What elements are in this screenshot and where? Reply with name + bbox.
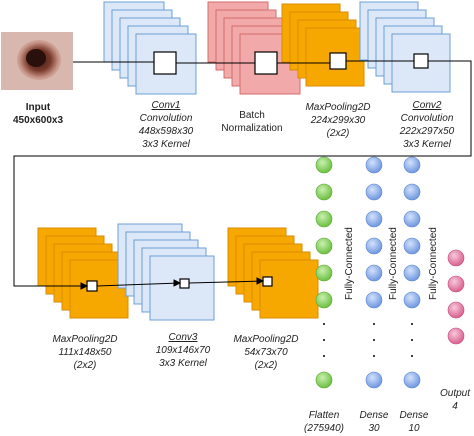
maxpool2-stack	[37, 227, 129, 319]
dense1-name: Dense	[360, 410, 389, 421]
dense2-name: Dense	[400, 410, 429, 421]
fc-label-1: Fully-Connected	[344, 227, 355, 300]
fc-label-2: Fully-Connected	[388, 227, 399, 300]
maxpool1-stack	[281, 3, 365, 87]
maxpool3-pool: (2x2)	[255, 360, 278, 371]
input-image	[1, 32, 73, 90]
maxpool2-name: MaxPooling2D	[52, 334, 117, 345]
connection-lines	[13, 60, 472, 290]
maxpool1-name: MaxPooling2D	[305, 102, 370, 113]
conv3-name: Conv3	[169, 332, 198, 343]
conv1-name: Conv1	[152, 100, 181, 111]
conv2-shape: 222x297x50	[399, 126, 455, 137]
output-size: 4	[452, 401, 458, 412]
batchnorm-line2: Normalization	[221, 123, 282, 134]
conv1-kernel: 3x3 Kernel	[142, 139, 191, 150]
dense2-size: 10	[408, 423, 420, 434]
maxpool2-pool: (2x2)	[74, 360, 97, 371]
dense1-nodes	[365, 156, 383, 389]
maxpool1-pool: (2x2)	[327, 128, 350, 139]
maxpool3-stack	[227, 227, 319, 319]
conv3-kernel: 3x3 Kernel	[159, 358, 208, 369]
flatten-name: Flatten	[309, 410, 340, 421]
input-title: Input	[26, 102, 51, 113]
conv2-name: Conv2	[413, 100, 442, 111]
conv1-shape: 448x598x30	[139, 126, 194, 137]
ellipsis-dots	[323, 323, 413, 357]
flatten-size: (275940)	[304, 423, 344, 434]
maxpool3-name: MaxPooling2D	[233, 334, 298, 345]
maxpool1-shape: 224x299x30	[310, 115, 366, 126]
conv3-shape: 109x146x70	[156, 345, 211, 356]
input-size: 450x600x3	[13, 115, 63, 126]
flatten-nodes	[315, 156, 333, 389]
dense2-nodes	[403, 156, 421, 389]
dense1-size: 30	[368, 423, 380, 434]
conv2-kernel: 3x3 Kernel	[403, 139, 452, 150]
fc-label-3: Fully-Connected	[428, 227, 439, 300]
batchnorm-line1: Batch	[239, 110, 265, 121]
conv3-stack	[117, 223, 215, 321]
output-nodes	[447, 249, 465, 345]
conv1-stack	[103, 1, 197, 95]
output-name: Output	[440, 388, 471, 399]
maxpool3-shape: 54x73x70	[244, 347, 288, 358]
maxpool2-shape: 111x148x50	[58, 347, 111, 358]
conv2-stack	[359, 1, 451, 93]
conv2-type: Convolution	[401, 113, 454, 124]
conv1-type: Convolution	[140, 113, 193, 124]
